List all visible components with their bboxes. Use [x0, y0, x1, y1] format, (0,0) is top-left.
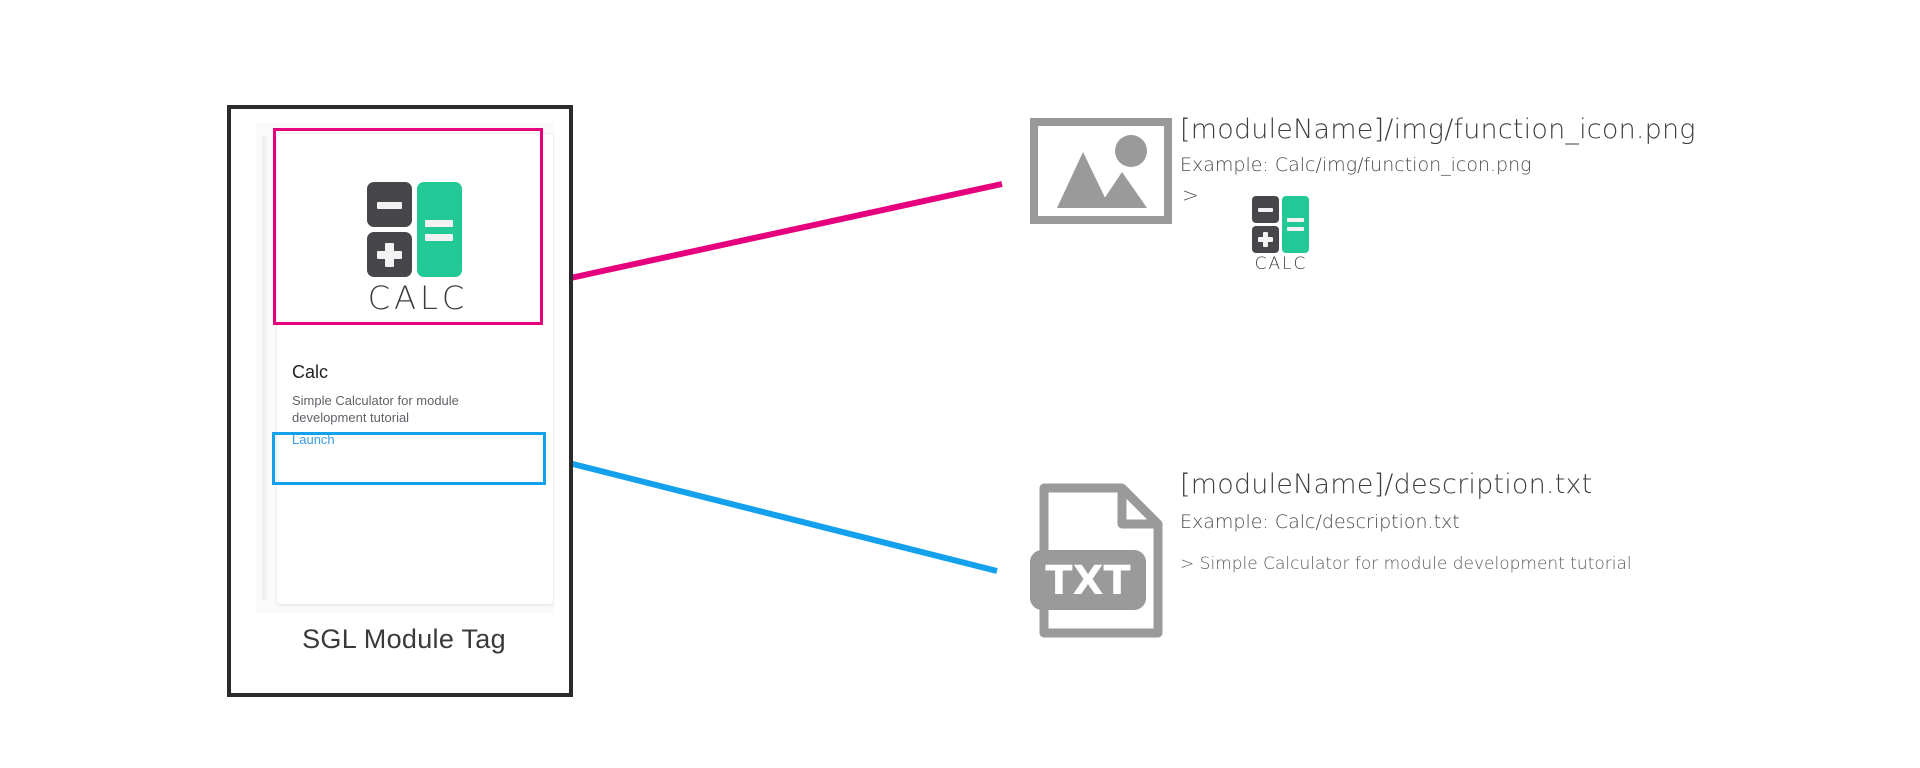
module-card-shell: CALC Calc Simple Calculator for module d… — [256, 123, 554, 613]
image-placeholder-icon — [1030, 118, 1172, 224]
sample-calc-equals-glyph-bottom-icon — [1287, 227, 1304, 231]
sample-calc-equals-key-icon — [1282, 196, 1309, 253]
callout-sample-description-text: > Simple Calculator for module developme… — [1180, 554, 1632, 574]
card-launch-link[interactable]: Launch — [292, 432, 335, 447]
card-icon-area: CALC — [277, 134, 553, 337]
module-card[interactable]: CALC Calc Simple Calculator for module d… — [276, 133, 554, 605]
txt-file-icon: TXT — [1030, 483, 1163, 638]
module-tag-panel: CALC Calc Simple Calculator for module d… — [227, 105, 573, 697]
calc-minus-glyph-icon — [377, 202, 402, 209]
sample-calc-plus-glyph-v-icon — [1263, 232, 1268, 247]
callout-title-function-icon: [moduleName]/img/function_icon.png — [1180, 114, 1696, 145]
calc-logo-icon: CALC — [367, 182, 469, 317]
sample-calc-minus-glyph-icon — [1258, 208, 1273, 212]
calc-plus-glyph-v-icon — [385, 243, 394, 267]
txt-file-icon-label: TXT — [1045, 558, 1131, 604]
card-description: Simple Calculator for module development… — [292, 393, 459, 425]
callout-sample-calc-logo-icon: CALC — [1252, 196, 1314, 276]
card-title: Calc — [292, 362, 329, 382]
callout-example-function-icon: Example: Calc/img/function_icon.png — [1180, 154, 1532, 176]
sample-calc-wordmark: CALC — [1254, 254, 1308, 274]
callout-title-description-txt: [moduleName]/description.txt — [1180, 469, 1593, 500]
connector-line-pink — [542, 181, 1003, 287]
calc-wordmark: CALC — [367, 279, 469, 317]
calc-equals-glyph-top-icon — [425, 220, 453, 227]
module-tag-caption: SGL Module Tag — [302, 624, 506, 654]
calc-equals-key-icon — [417, 182, 462, 277]
calc-equals-glyph-bottom-icon — [425, 234, 453, 241]
card-scrollbar[interactable] — [262, 135, 267, 601]
callout-caret-function-icon: > — [1182, 183, 1199, 207]
sample-calc-equals-glyph-top-icon — [1287, 218, 1304, 222]
connector-line-blue — [544, 454, 998, 574]
callout-example-description-txt: Example: Calc/description.txt — [1180, 511, 1460, 533]
